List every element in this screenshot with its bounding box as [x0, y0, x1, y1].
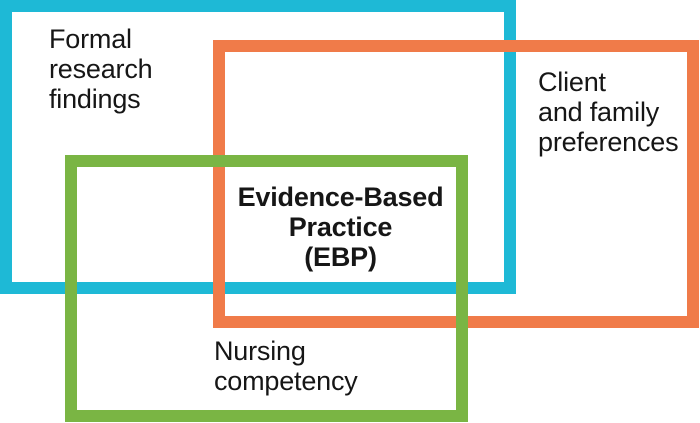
label-line: Client: [538, 67, 606, 97]
label-line: research: [49, 54, 153, 84]
label-line: Nursing: [214, 336, 306, 366]
nursing-competency-label: Nursing competency: [214, 336, 358, 396]
label-line: and family: [538, 97, 660, 127]
label-line: preferences: [538, 127, 679, 157]
formal-research-findings-label: Formal research findings: [49, 24, 153, 114]
nursing-competency-box: [65, 155, 468, 422]
label-line: Evidence-Based: [237, 182, 444, 212]
formal-research-findings-box: [0, 0, 516, 294]
label-line: competency: [214, 366, 358, 396]
label-line: findings: [49, 84, 141, 114]
label-line: Formal: [49, 24, 132, 54]
client-and-family-preferences-label: Client and family preferences: [538, 67, 679, 157]
label-line: Practice: [288, 212, 393, 242]
label-line: (EBP): [304, 242, 377, 272]
evidence-based-practice-label: Evidence-Based Practice (EBP): [213, 182, 468, 272]
